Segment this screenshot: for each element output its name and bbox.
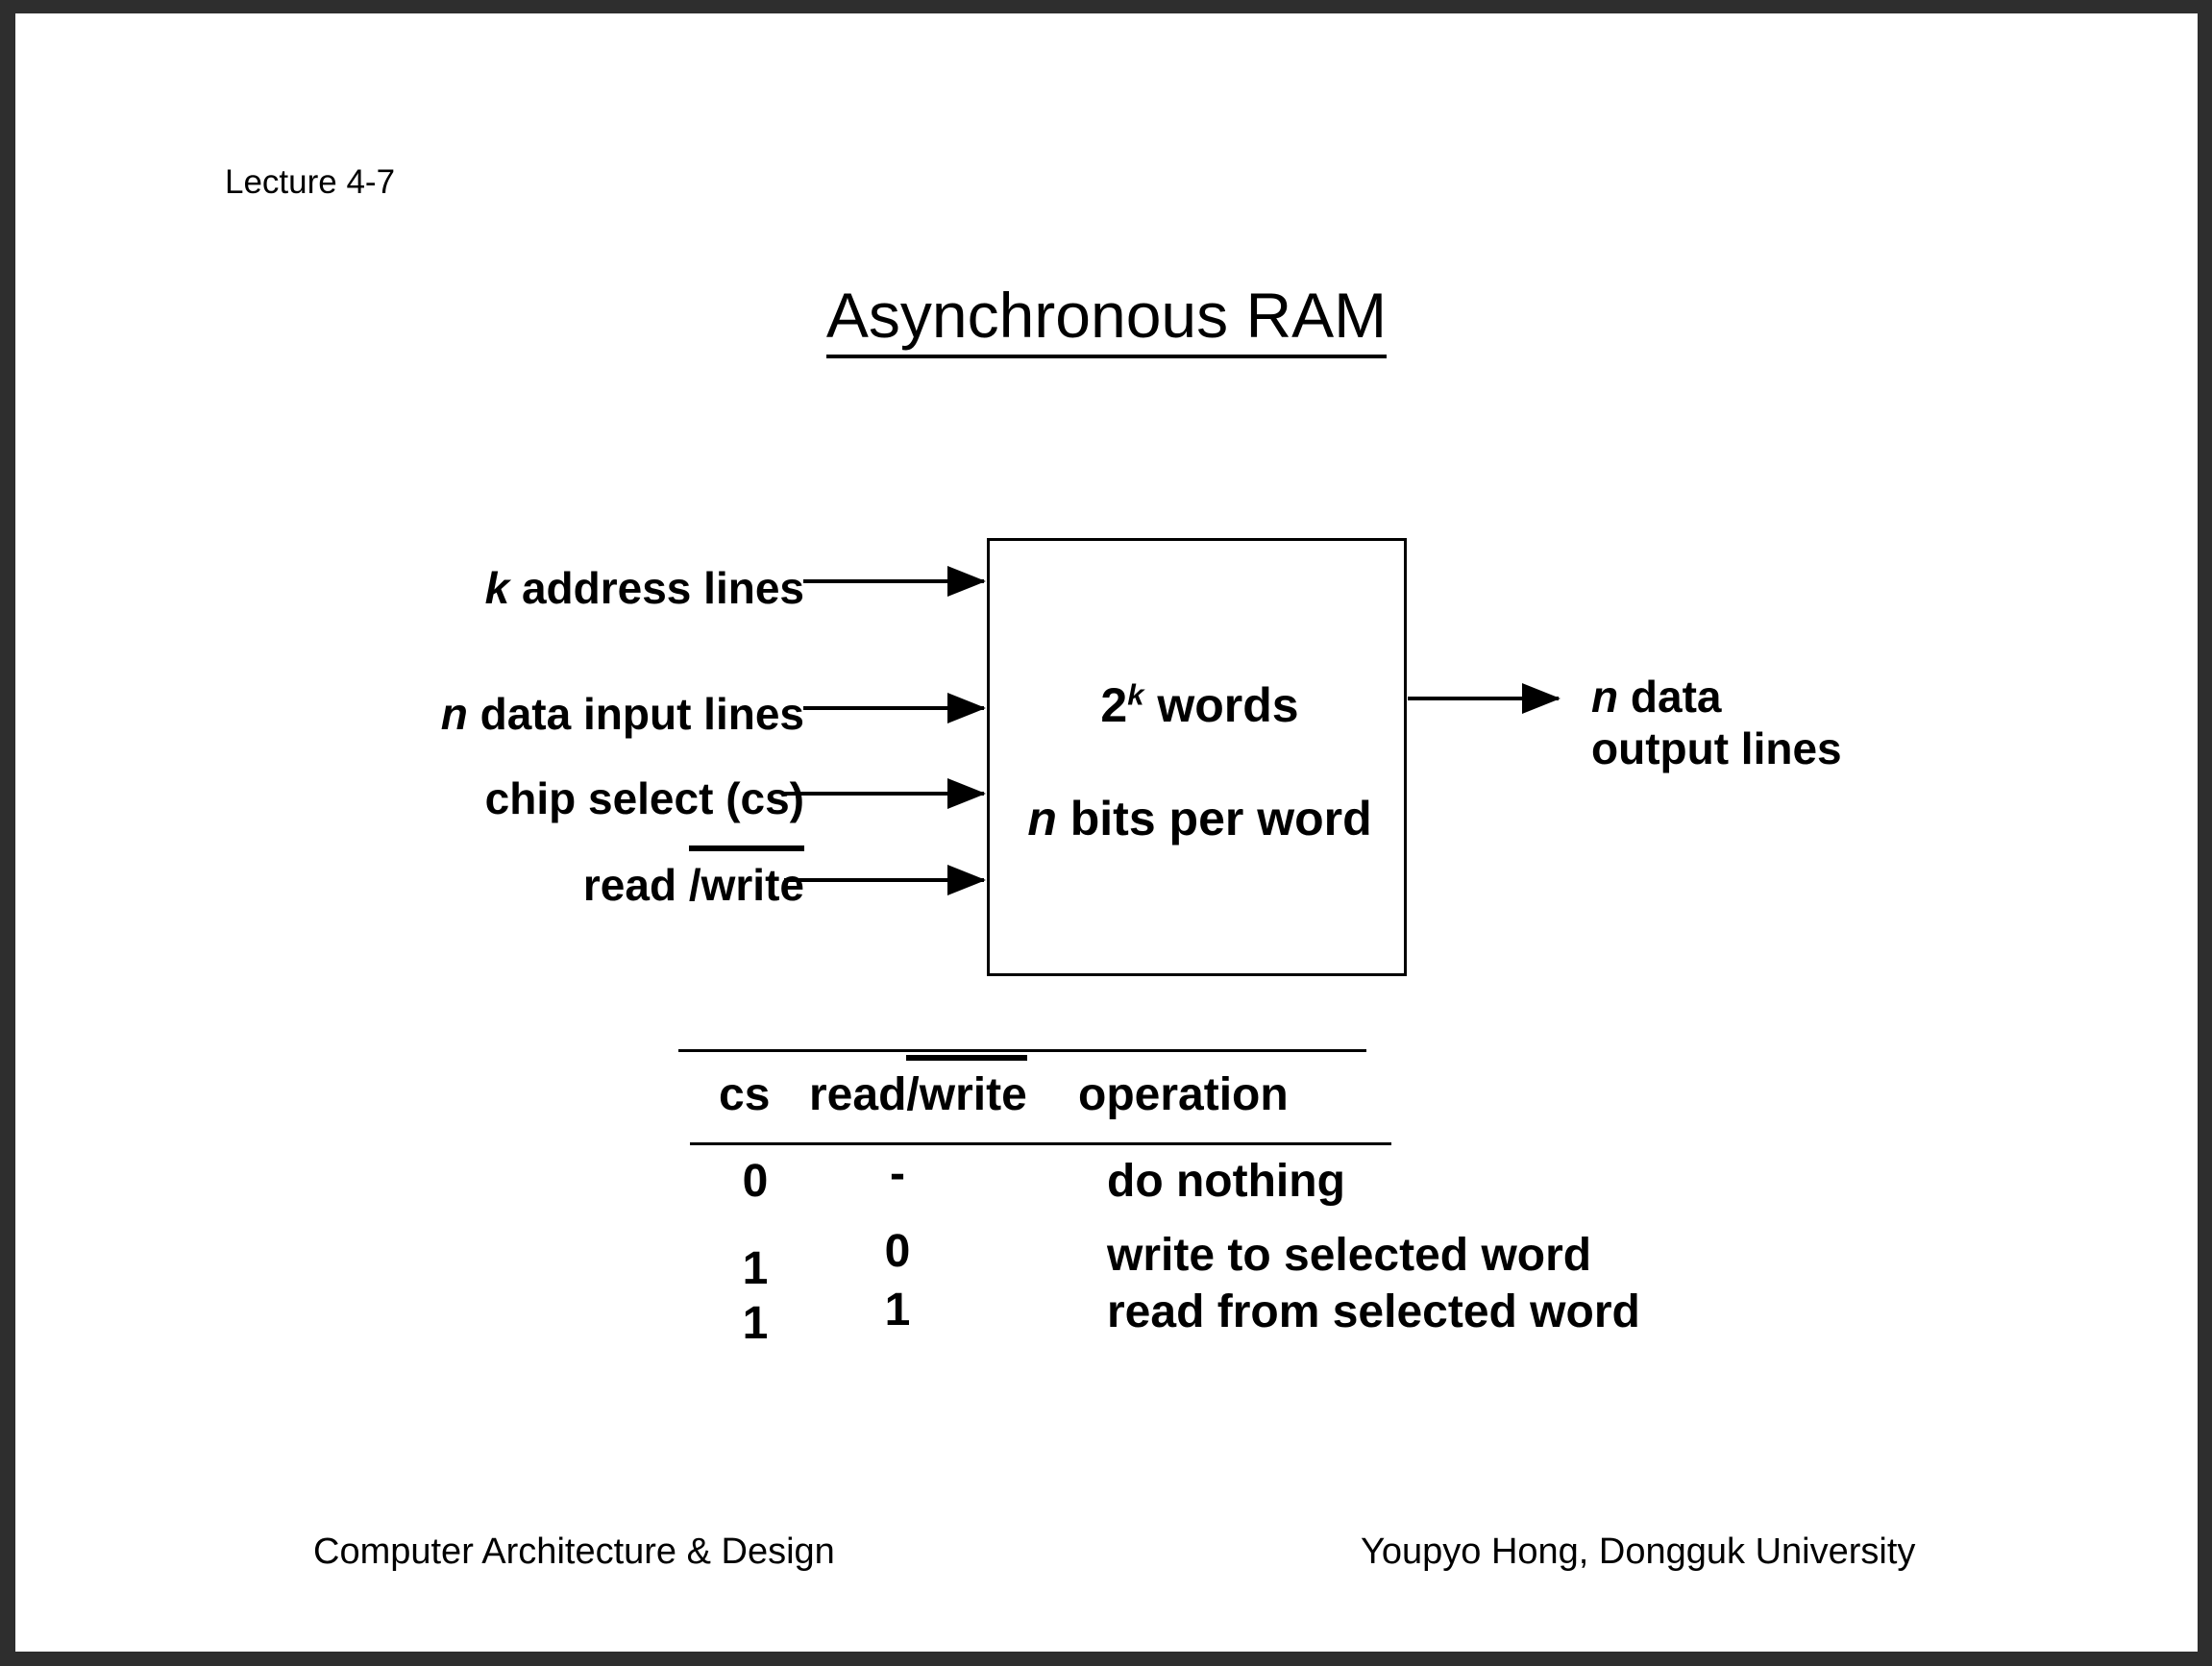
port-label-data-output-lines: n data output lines [1591, 671, 1842, 775]
ram-word-width: n bits per word [990, 791, 1410, 846]
data-output-text1: data [1618, 672, 1722, 722]
data-input-variable: n [440, 689, 468, 739]
data-output-variable: n [1591, 672, 1619, 722]
cell-operation: do nothing [1107, 1156, 1345, 1207]
ram-block-diagram: 2k words n bits per word k address lines… [15, 13, 2198, 1652]
port-label-data-input-lines: n data input lines [441, 688, 804, 740]
cell-cs: 1 [742, 1298, 769, 1349]
cell-operation: write to selected word [1107, 1230, 1592, 1281]
address-lines-variable: k [484, 563, 510, 613]
ram-capacity-words: 2k words [990, 677, 1410, 733]
cell-read-write: 1 [884, 1285, 911, 1335]
read-write-prefix: read [582, 860, 689, 910]
page-title: Asynchronous RAM [15, 279, 2198, 358]
read-write-overlined: /write [688, 845, 805, 910]
address-lines-text: address lines [509, 563, 804, 613]
port-label-address-lines: k address lines [485, 562, 804, 614]
table-row: 0 - do nothing [665, 1148, 1703, 1226]
ram-bits-variable: n [1027, 792, 1057, 845]
data-input-text: data input lines [467, 689, 804, 739]
cell-read-write: 0 [884, 1226, 911, 1277]
cell-operation: read from selected word [1107, 1286, 1640, 1337]
table-row: 1 1 read from selected word [665, 1285, 1703, 1357]
cell-cs: 0 [742, 1156, 769, 1207]
ram-bits-suffix: bits per word [1056, 792, 1372, 845]
column-header-rw-prefix: read [809, 1069, 907, 1120]
page-title-text: Asynchronous RAM [825, 280, 1388, 358]
data-output-line2: output lines [1591, 723, 1842, 774]
ram-words-base: 2 [1100, 678, 1128, 732]
port-label-read-write: read /write [582, 845, 805, 911]
port-label-chip-select: chip select (cs) [485, 772, 804, 824]
data-output-line1: n data [1591, 671, 1842, 723]
footer-author: Youpyo Hong, Dongguk University [1361, 1531, 1916, 1572]
cell-cs: 1 [742, 1243, 769, 1294]
table-rule-top [678, 1049, 1366, 1052]
footer-course-name: Computer Architecture & Design [313, 1531, 835, 1572]
table-rule-header [690, 1142, 1391, 1145]
chip-select-text: chip select (cs) [484, 773, 804, 823]
table-row: 1 0 write to selected word [665, 1226, 1703, 1300]
column-header-cs: cs [719, 1069, 771, 1120]
slide-canvas: Lecture 4-7 Asynchronous RAM [15, 13, 2198, 1652]
ram-words-exponent: k [1127, 677, 1144, 712]
column-header-read-write: read/write [809, 1054, 1028, 1121]
column-header-rw-overlined: /write [906, 1054, 1028, 1120]
column-header-operation: operation [1078, 1069, 1289, 1120]
lecture-label: Lecture 4-7 [225, 163, 396, 201]
table-header-row: cs read/write operation [665, 1054, 1703, 1138]
ram-words-suffix: words [1143, 678, 1299, 732]
cell-read-write: - [890, 1148, 905, 1199]
ram-block: 2k words n bits per word [987, 538, 1407, 976]
